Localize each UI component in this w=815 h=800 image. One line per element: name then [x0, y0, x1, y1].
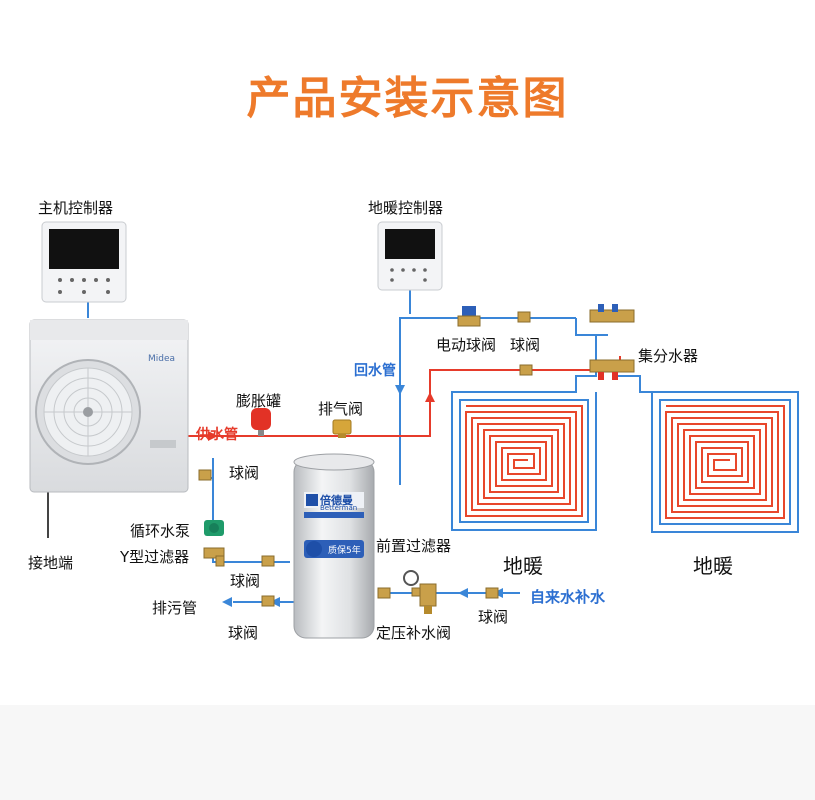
label-circulation-pump: 循环水泵 — [130, 522, 191, 540]
manifold — [589, 304, 635, 380]
label-ball-valve-drain: 球阀 — [228, 624, 259, 642]
tank-warranty-badge: 质保5年 — [328, 546, 361, 556]
label-ball-valve-filter: 球阀 — [230, 572, 261, 590]
tank-brand-cn: 倍德曼 — [320, 494, 353, 507]
label-tap-water: 自来水补水 — [530, 588, 606, 606]
label-y-filter: Y型过滤器 — [120, 548, 190, 566]
label-air-vent: 排气阀 — [318, 400, 364, 418]
label-main-controller: 主机控制器 — [38, 199, 114, 217]
electric-ball-valve — [457, 306, 481, 327]
pressure-reducing-valve — [403, 570, 437, 614]
floor-heating-coil-right — [659, 399, 791, 525]
outdoor-unit-logo: Midea — [148, 354, 176, 364]
label-ball-valve-tap: 球阀 — [478, 608, 509, 626]
main-controller — [41, 221, 127, 303]
label-return-pipe: 回水管 — [354, 363, 396, 379]
tank-brand-en: Betterman — [320, 504, 358, 512]
ball-valves — [198, 311, 533, 607]
expansion-tank — [251, 408, 271, 436]
label-expansion-tank: 膨胀罐 — [236, 392, 282, 410]
y-filter — [203, 547, 225, 567]
label-drain-pipe: 排污管 — [152, 599, 198, 617]
label-floor-controller: 地暖控制器 — [368, 199, 444, 217]
floor-heating-coil-left — [459, 399, 589, 523]
label-supply-pipe: 供水管 — [196, 427, 238, 443]
floor-controller — [377, 221, 443, 291]
label-floor-heating-left: 地暖 — [503, 554, 543, 578]
circulation-pump — [204, 520, 224, 536]
label-ball-valve-top: 球阀 — [510, 336, 541, 354]
label-floor-heating-right: 地暖 — [693, 554, 733, 578]
label-pressure-valve: 定压补水阀 — [376, 624, 452, 642]
storage-water-tank — [293, 453, 375, 639]
air-vent-valve — [332, 419, 352, 438]
footer-band — [0, 705, 815, 800]
label-manifold: 集分水器 — [638, 347, 699, 365]
label-ground-terminal: 接地端 — [28, 554, 74, 572]
page-title: 产品安装示意图 — [246, 73, 569, 124]
outdoor-heat-pump-unit — [29, 319, 189, 493]
label-electric-ball-valve: 电动球阀 — [436, 336, 497, 354]
label-ball-valve-pump: 球阀 — [229, 464, 260, 482]
label-pre-filter: 前置过滤器 — [376, 537, 452, 555]
